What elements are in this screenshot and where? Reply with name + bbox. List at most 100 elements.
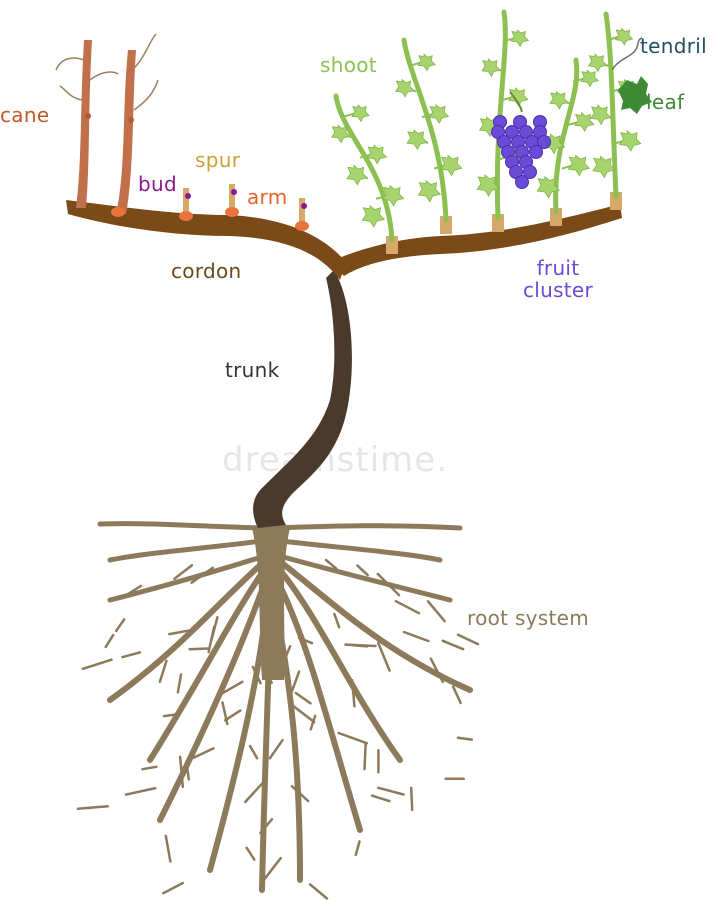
- spur: [183, 188, 189, 216]
- rootlet: [121, 651, 142, 659]
- shoot-stem: [494, 9, 508, 221]
- rootlet: [441, 639, 465, 651]
- leaf: [428, 104, 450, 124]
- rootlet: [248, 744, 259, 760]
- rootlet: [333, 612, 341, 629]
- rootlet: [141, 765, 158, 771]
- rootlet: [351, 643, 369, 648]
- cordon-right-arm: [330, 204, 622, 276]
- leaf: [331, 124, 351, 144]
- shoot-stem: [401, 37, 449, 223]
- rootlet: [76, 805, 110, 811]
- rootlet: [409, 786, 414, 812]
- leaf: [406, 129, 428, 151]
- cane-node: [128, 117, 134, 123]
- shoot-spur-base: [440, 216, 452, 234]
- grape-berry: [537, 135, 551, 149]
- label-arm: arm: [247, 185, 288, 209]
- label-fruit-line2: cluster: [522, 278, 594, 302]
- rootlet: [251, 665, 262, 685]
- canes: [55, 33, 159, 217]
- rootlet: [168, 628, 193, 636]
- leaf: [580, 69, 600, 88]
- root-branch: [279, 587, 363, 833]
- cane-tendril: [59, 85, 83, 101]
- root-branch: [107, 537, 273, 563]
- rootlet: [259, 817, 274, 835]
- tendril: [611, 37, 643, 71]
- rootlet: [81, 658, 113, 671]
- rootlet: [218, 680, 244, 696]
- cane-left: [76, 40, 92, 208]
- rootlet: [292, 705, 316, 724]
- bud: [185, 193, 191, 199]
- leaf: [592, 155, 616, 179]
- root-branch: [157, 587, 265, 823]
- trunk-shape: [253, 270, 352, 528]
- rootlet: [394, 599, 421, 615]
- cane-tendril: [55, 57, 85, 71]
- root-branch: [259, 617, 273, 893]
- leaf: [346, 164, 368, 186]
- rootlet: [370, 794, 391, 803]
- shoot-spur-base: [550, 208, 562, 226]
- rootlet: [192, 747, 215, 759]
- root-branch: [273, 607, 303, 883]
- spur-base-bud: [225, 207, 239, 217]
- rootlet: [256, 654, 273, 685]
- leaf: [361, 205, 386, 228]
- cordon: [66, 200, 622, 280]
- cluster-stalk: [509, 91, 523, 113]
- root-branch: [207, 607, 269, 873]
- rootlet: [268, 738, 284, 760]
- leaf: [351, 104, 370, 123]
- bud: [231, 189, 237, 195]
- leaf: [476, 174, 500, 197]
- cane-tendril: [131, 33, 157, 71]
- leaf: [439, 154, 463, 177]
- grape-berry: [523, 165, 537, 179]
- rootlet: [162, 881, 185, 895]
- shoot-spur-base: [610, 192, 622, 210]
- leaf: [417, 53, 436, 72]
- cane-tendril: [89, 71, 119, 81]
- rootlet: [207, 625, 216, 654]
- rootlet: [456, 633, 480, 646]
- rootlet: [158, 659, 168, 684]
- rootlet: [294, 691, 312, 705]
- root-branch: [269, 523, 463, 531]
- trunk: [253, 270, 352, 528]
- rootlet: [377, 786, 405, 796]
- root-branch: [277, 567, 403, 763]
- root-branch: [147, 567, 267, 763]
- label-cane: cane: [0, 103, 50, 127]
- rootlet: [185, 760, 191, 781]
- rootlet: [356, 564, 369, 577]
- rootlet: [376, 572, 401, 597]
- leaf: [366, 144, 388, 165]
- rootlet: [287, 670, 301, 702]
- cordon-left-arm: [66, 200, 346, 280]
- root-branch: [97, 521, 275, 531]
- grape-berry: [515, 175, 529, 189]
- rootlet: [456, 736, 474, 741]
- rootlet: [245, 846, 256, 861]
- root-branch: [273, 552, 453, 603]
- label-tendril: tendril: [640, 34, 707, 58]
- rootlet: [337, 731, 369, 745]
- rootlet: [376, 641, 391, 672]
- cane-tendril: [133, 79, 159, 111]
- leaf: [536, 175, 560, 199]
- spur: [229, 184, 235, 212]
- label-bud: bud: [138, 172, 177, 196]
- rootlet: [350, 679, 356, 708]
- rootlet: [308, 883, 329, 900]
- rootlet: [309, 714, 317, 731]
- leaf: [395, 78, 415, 98]
- label-trunk: trunk: [225, 358, 280, 382]
- rootlet: [104, 633, 115, 649]
- leaf: [567, 154, 591, 177]
- rootlet: [173, 563, 194, 580]
- rootlet: [363, 741, 367, 771]
